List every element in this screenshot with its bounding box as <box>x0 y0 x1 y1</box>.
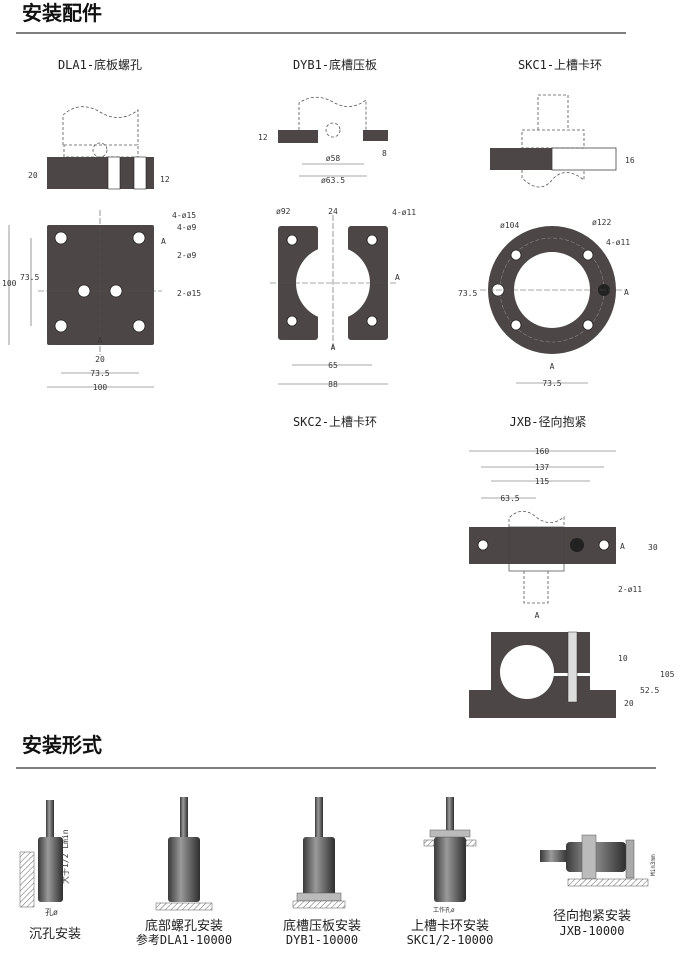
dyb1-dim-12: 12 <box>258 133 268 142</box>
counterbore-note-length: 大于1/2 Lmin <box>60 829 70 884</box>
jxb-dim-160: 160 <box>535 447 550 456</box>
jxb-section-a-bottom: A <box>535 611 540 620</box>
caption-bottom-screw: 底部螺孔安装 <box>145 918 223 934</box>
skc1-title: SKC1-上槽卡环 <box>518 58 602 72</box>
dyb1-drawing: DYB1-底槽压板 12 8 ø58 ø63.5 ø92 24 4-ø11 A … <box>258 57 416 389</box>
jxb-dim-10: 10 <box>618 654 628 663</box>
dla1-dim-4-d15: 4-ø15 <box>172 211 196 220</box>
jxb-title: JXB-径向抱紧 <box>510 414 587 429</box>
skc1-drawing: SKC1-上槽卡环 16 ø104 ø122 4-ø11 73.5 A A 73… <box>458 58 635 388</box>
dla1-dim-20-h: 20 <box>95 355 105 364</box>
jxb-drawing: JXB-径向抱紧 160 137 115 63.5 A 30 2-ø11 A 1… <box>469 414 675 718</box>
dla1-section-a: A <box>161 237 166 246</box>
dla1-title: DLA1-底板螺孔 <box>58 57 142 72</box>
skc1-dim-16: 16 <box>625 156 635 165</box>
skc1-section-a-bottom: A <box>550 362 555 371</box>
dyb1-dim-d63-5: ø63.5 <box>321 176 345 185</box>
caption-top-ring: 上槽卡环安装 <box>411 919 489 934</box>
mount-radial-clamp: Min3mm 径向抱紧安装 JXB-10000 <box>540 834 657 938</box>
dyb1-section-a: A <box>395 273 400 282</box>
skc1-dim-4-d11: 4-ø11 <box>606 238 630 247</box>
mount-bottom-screw: 底部螺孔安装 参考DLA1-10000 <box>136 797 232 947</box>
caption-radial-clamp: 径向抱紧安装 <box>553 908 631 924</box>
dyb1-dim-65: 65 <box>328 361 338 370</box>
caption-counterbore: 沉孔安装 <box>29 927 81 942</box>
dla1-dim-4-d9: 4-ø9 <box>177 223 196 232</box>
jxb-dim-30: 30 <box>648 543 658 552</box>
caption-bottom-plate: 底槽压板安装 <box>283 918 361 934</box>
skc1-dim-d104: ø104 <box>500 221 519 230</box>
dyb1-dim-4-d11: 4-ø11 <box>392 208 416 217</box>
caption-radial-clamp-model: JXB-10000 <box>559 924 624 938</box>
jxb-dim-20: 20 <box>624 699 634 708</box>
dla1-dim-12: 12 <box>160 175 170 184</box>
dyb1-dim-8: 8 <box>382 149 387 158</box>
skc1-dim-73-5-h: 73.5 <box>542 379 561 388</box>
dyb1-title: DYB1-底槽压板 <box>293 57 377 72</box>
jxb-dim-115: 115 <box>535 477 550 486</box>
mount-bottom-plate: 底槽压板安装 DYB1-10000 <box>283 797 361 947</box>
section-title-mounting: 安装形式 <box>22 733 102 757</box>
dla1-dim-2-d15: 2-ø15 <box>177 289 201 298</box>
jxb-dim-63-5: 63.5 <box>500 494 519 503</box>
caption-top-ring-model: SKC1/2-10000 <box>407 933 494 947</box>
mount-top-ring: 工作孔ø 上槽卡环安装 SKC1/2-10000 <box>407 797 494 947</box>
dyb1-dim-d92: ø92 <box>276 207 291 216</box>
skc2-title: SKC2-上槽卡环 <box>293 415 377 429</box>
dla1-dim-100-h: 100 <box>93 383 108 392</box>
radial-clamp-note: Min3mm <box>650 854 657 876</box>
mount-counterbore: 大于1/2 Lmin 孔ø 沉孔安装 <box>19 800 81 942</box>
dla1-drawing: DLA1-底板螺孔 20 12 4-ø15 4-ø9 A 2-ø9 2-ø15 … <box>2 57 201 392</box>
caption-bottom-screw-model: 参考DLA1-10000 <box>136 932 232 947</box>
dyb1-dim-24: 24 <box>328 207 338 216</box>
jxb-dim-137: 137 <box>535 463 550 472</box>
skc1-section-a: A <box>624 288 629 297</box>
jxb-section-a: A <box>620 542 625 551</box>
dyb1-holes <box>286 234 378 327</box>
counterbore-note-hole: 孔ø <box>45 908 58 917</box>
dyb1-dim-d58: ø58 <box>326 154 341 163</box>
dyb1-dim-88: 88 <box>328 380 338 389</box>
dla1-dim-73-5-h: 73.5 <box>90 369 109 378</box>
dla1-section-a-bottom: A <box>98 336 103 345</box>
skc1-dim-d122: ø122 <box>592 218 611 227</box>
dla1-dim-100-v: 100 <box>2 279 17 288</box>
dla1-dim-73-5-v: 73.5 <box>20 273 39 282</box>
jxb-dim-2-d11: 2-ø11 <box>618 585 642 594</box>
skc1-dim-73-5-v: 73.5 <box>458 289 477 298</box>
dla1-dim-2-d9: 2-ø9 <box>177 251 196 260</box>
dyb1-section-a-bottom: A <box>331 343 336 352</box>
top-ring-note: 工作孔ø <box>433 906 455 914</box>
caption-bottom-plate-model: DYB1-10000 <box>286 933 358 947</box>
dla1-holes <box>54 231 146 333</box>
dla1-dim-20: 20 <box>28 171 38 180</box>
jxb-dim-52-5: 52.5 <box>640 686 659 695</box>
jxb-dim-105: 105 <box>660 670 675 679</box>
section-title-accessories: 安装配件 <box>22 1 102 25</box>
